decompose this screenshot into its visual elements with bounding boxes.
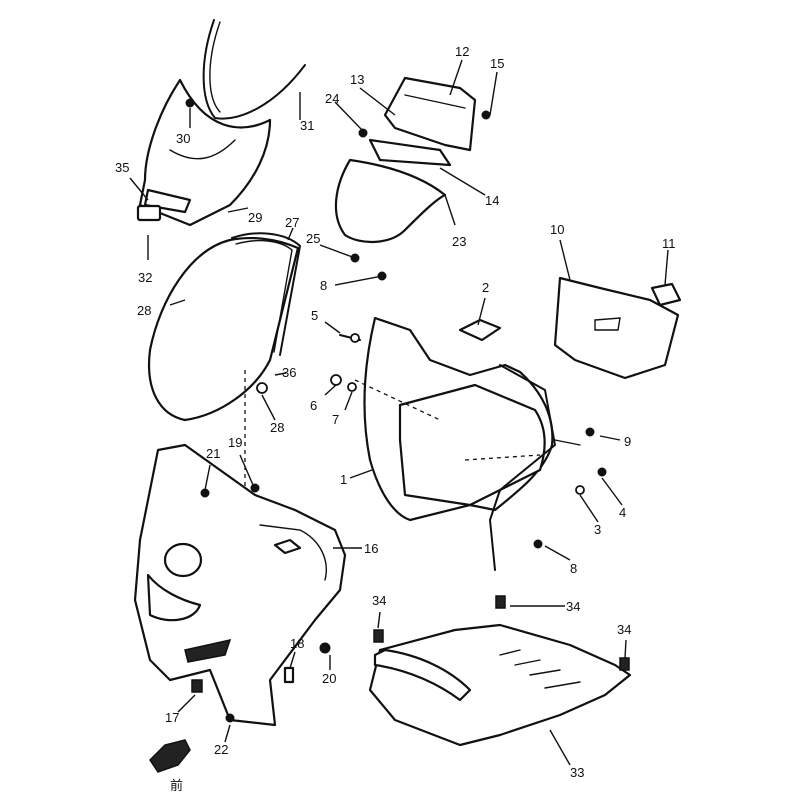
- part-33-flap: [373, 648, 472, 702]
- part-10-clip: [594, 317, 621, 331]
- label-32: 32: [138, 270, 152, 285]
- part-1-bracket-2: [554, 439, 581, 446]
- part-31-trim-strip-inner: [209, 21, 221, 113]
- label-8-upper: 8: [320, 278, 327, 293]
- part-2-clip: [458, 318, 502, 342]
- label-16: 16: [364, 541, 378, 556]
- part-34-grommet-right: [619, 657, 630, 671]
- part-34-grommet-left: [373, 629, 384, 643]
- part-18-clip: [283, 666, 295, 684]
- label-14: 14: [485, 193, 499, 208]
- label-13: 13: [350, 72, 364, 87]
- label-2: 2: [482, 280, 489, 295]
- part-29-upper-cowl: [138, 78, 272, 227]
- part-11-grommet: [650, 282, 682, 307]
- label-34-left: 34: [372, 593, 386, 608]
- part-27-screen-trim: [231, 232, 301, 356]
- label-29: 29: [248, 210, 262, 225]
- part-27-screen-trim-inner: [235, 239, 293, 353]
- label-6: 6: [310, 398, 317, 413]
- part-31-trim-strip: [202, 19, 306, 120]
- part-14-lens: [368, 138, 452, 167]
- label-5: 5: [311, 308, 318, 323]
- label-9: 9: [624, 434, 631, 449]
- part-17-grommet: [191, 679, 203, 693]
- part-6-grommet: [330, 374, 342, 386]
- part-29-cowl-opening: [169, 139, 236, 160]
- label-31: 31: [300, 118, 314, 133]
- part-5-screw-head: [350, 333, 360, 343]
- label-28-windscreen: 28: [137, 303, 151, 318]
- front-direction-icon: [149, 739, 191, 773]
- part-33-ribs: [499, 649, 581, 689]
- label-7: 7: [332, 412, 339, 427]
- part-33-under-cowl: [368, 623, 632, 747]
- front-mark: 前: [170, 778, 183, 793]
- part-7-collar: [347, 382, 357, 392]
- part-1-bracket: [489, 364, 556, 571]
- label-25: 25: [306, 231, 320, 246]
- part-12-edge: [404, 94, 466, 109]
- label-28-washer: 28: [270, 420, 284, 435]
- part-10-side-panel: [553, 276, 680, 380]
- label-23: 23: [452, 234, 466, 249]
- label-17: 17: [165, 710, 179, 725]
- part-16-lower-trim: [184, 638, 232, 663]
- part-labels: 31 30 35 29 32 12 13 15 24 14 23 25 27 2…: [115, 44, 676, 793]
- part-23-inner-panel: [334, 158, 447, 244]
- part-16-vent-lower: [146, 573, 202, 622]
- part-22-bolt: [225, 713, 235, 723]
- label-18: 18: [290, 636, 304, 651]
- label-4: 4: [619, 505, 626, 520]
- label-34-right: 34: [617, 622, 631, 637]
- label-19: 19: [228, 435, 242, 450]
- part-36-washer: [256, 382, 268, 394]
- label-11: 11: [662, 236, 676, 251]
- label-27: 27: [285, 215, 299, 230]
- part-28-windscreen: [147, 236, 300, 422]
- part-1-inner-box: [398, 383, 546, 507]
- label-34-middle: 34: [566, 599, 580, 614]
- part-15-bolt: [481, 110, 491, 120]
- part-4-bolt: [597, 467, 607, 477]
- label-21: 21: [206, 446, 220, 461]
- label-24: 24: [325, 91, 339, 106]
- label-10: 10: [550, 222, 564, 237]
- label-33: 33: [570, 765, 584, 780]
- label-12: 12: [455, 44, 469, 59]
- part-16-side-cowl: [133, 443, 347, 727]
- part-21-bolt: [200, 488, 210, 498]
- part-34-grommet-middle: [495, 595, 506, 609]
- label-15: 15: [490, 56, 504, 71]
- leader-lines: [129, 59, 669, 766]
- label-30: 30: [176, 131, 190, 146]
- part-12-meter-cover: [383, 76, 477, 152]
- part-9-bolt: [585, 427, 595, 437]
- part-35-bracket: [136, 204, 162, 222]
- label-36: 36: [282, 365, 296, 380]
- part-8-bolt-lower: [533, 539, 543, 549]
- part-16-emblem: [273, 538, 302, 555]
- part-16-vent-circle: [163, 542, 203, 578]
- label-22: 22: [214, 742, 228, 757]
- label-20: 20: [322, 671, 336, 686]
- label-1: 1: [340, 472, 347, 487]
- part-16-panel-line: [259, 524, 327, 581]
- part-3-washer: [575, 485, 585, 495]
- part-20-bolt: [319, 642, 331, 654]
- part-24-bolt: [358, 128, 368, 138]
- label-8-lower: 8: [570, 561, 577, 576]
- part-19-bolt: [250, 483, 260, 493]
- label-35: 35: [115, 160, 129, 175]
- label-3: 3: [594, 522, 601, 537]
- part-30-bolt: [185, 98, 195, 108]
